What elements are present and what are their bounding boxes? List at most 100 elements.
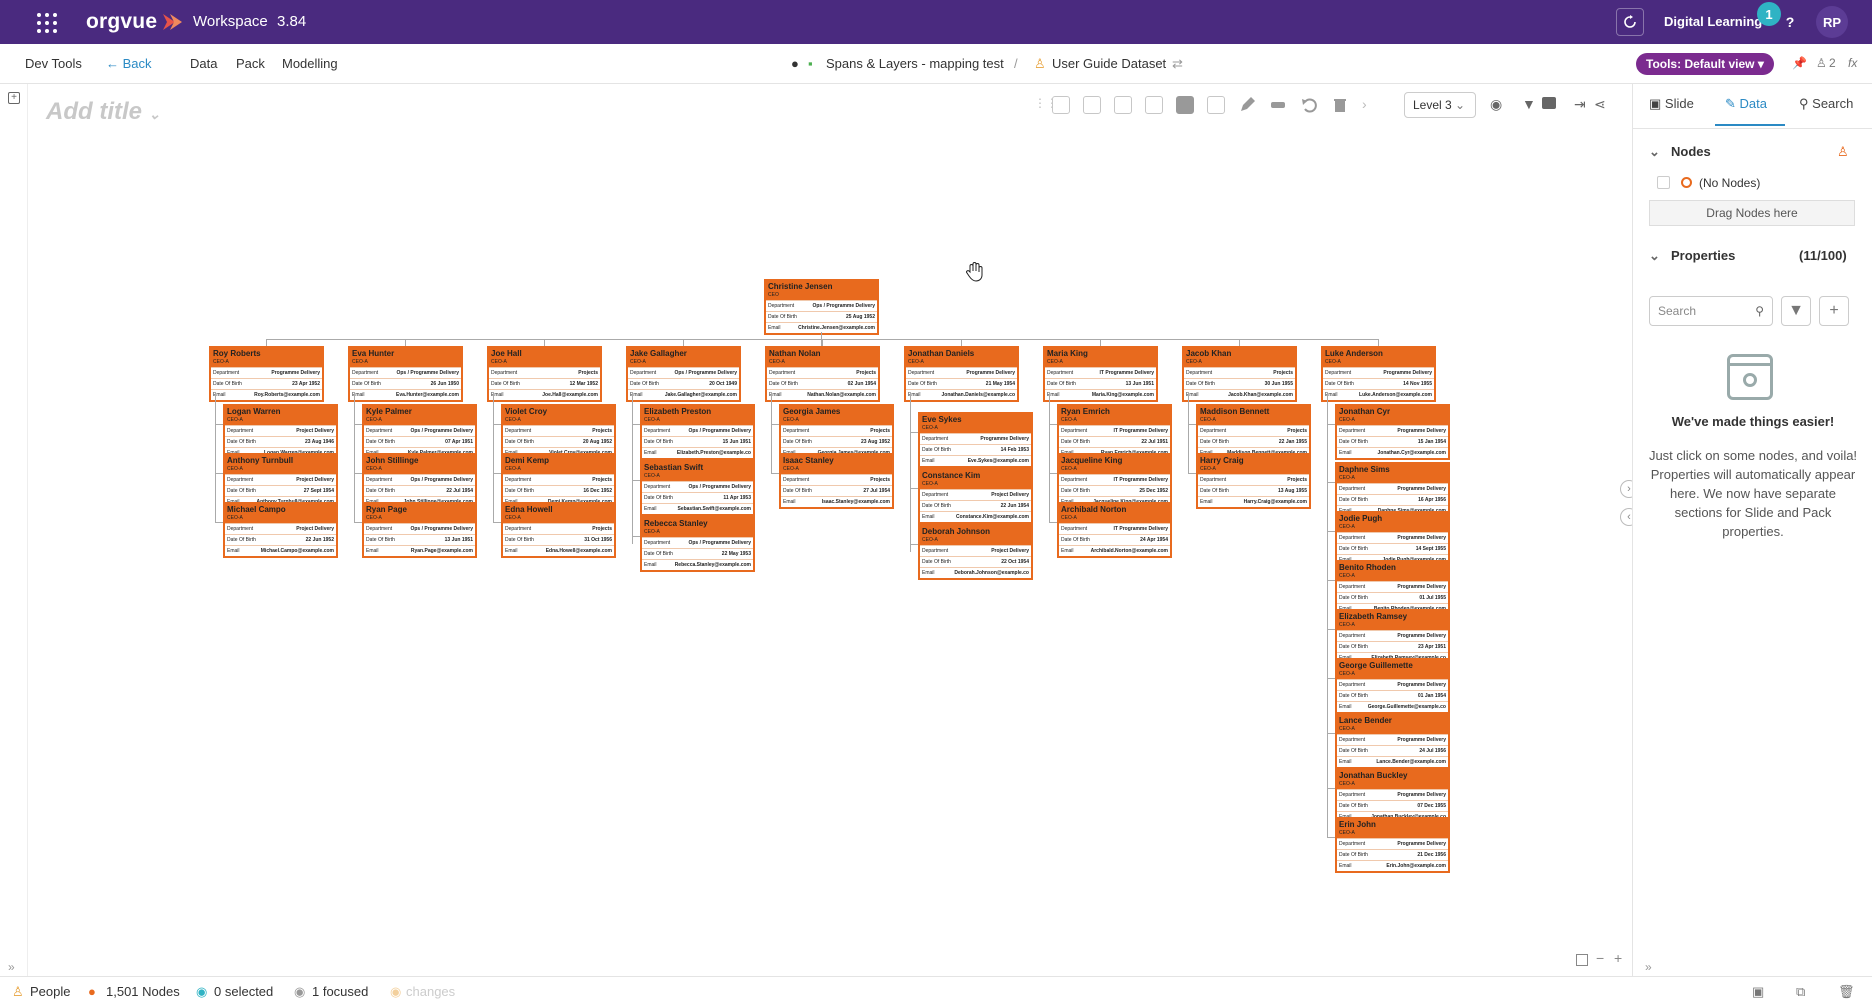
tab-data[interactable]: ✎ Data (1725, 96, 1767, 112)
help-button[interactable]: ? (1785, 14, 1795, 30)
collapse-panel-icon[interactable]: » (1645, 960, 1652, 974)
canvas[interactable]: Add title ⌄ ⋮⋮ › Level 3 ⌄ ◉ ▼ ⇥ ⋖ Chris… (28, 84, 1632, 976)
menu-modelling[interactable]: Modelling (282, 56, 338, 71)
add-panel-icon[interactable]: + (8, 92, 20, 104)
pin-icon[interactable]: 📌 (1792, 56, 1807, 70)
status-people[interactable]: People (30, 984, 71, 999)
status-changes[interactable]: changes (406, 984, 456, 999)
zoom-out-button[interactable]: − (1596, 950, 1605, 966)
menu-data[interactable]: Data (190, 56, 218, 71)
tab-slide[interactable]: ▣ Slide (1649, 96, 1694, 112)
add-node-icon[interactable] (1176, 96, 1194, 114)
tools-view-button[interactable]: Tools: Default view ▾ (1636, 53, 1774, 75)
export-icon[interactable]: ⇥ (1574, 96, 1586, 112)
filter-button[interactable]: ▼ (1781, 296, 1811, 326)
layer-icon[interactable] (1542, 97, 1556, 109)
level-select[interactable]: Level 3 ⌄ (1404, 92, 1476, 118)
fullscreen-icon[interactable] (1576, 954, 1588, 966)
brand-logo[interactable]: orgvue (86, 10, 158, 33)
nodes-checkbox[interactable] (1657, 176, 1670, 189)
undo-icon[interactable] (1300, 96, 1318, 114)
dataset-name[interactable]: Digital Learning (1664, 14, 1763, 29)
formula-icon[interactable]: fx (1848, 56, 1858, 70)
panel-next-icon[interactable]: › (1620, 480, 1632, 498)
share-icon[interactable]: ⋖ (1594, 96, 1606, 112)
workspace-label[interactable]: Workspace (193, 13, 268, 30)
chevron-right-icon[interactable]: › (1362, 96, 1367, 112)
breadcrumb-pack[interactable]: Spans & Layers - mapping test (826, 56, 1004, 71)
trash-icon[interactable]: 🗑 (1838, 984, 1855, 999)
app-grid-icon[interactable] (36, 12, 58, 34)
fit-selection-icon[interactable] (1052, 96, 1070, 114)
menu-pack[interactable]: Pack (236, 56, 265, 71)
copy-icon[interactable]: ⧉ (1796, 984, 1806, 999)
filter-icon[interactable]: ▼ (1522, 96, 1536, 112)
menu-dev-tools[interactable]: Dev Tools (25, 56, 82, 71)
panel-prev-icon[interactable]: ‹ (1620, 508, 1632, 526)
zoom-in-button[interactable]: + (1614, 950, 1623, 966)
zoom-extent-icon[interactable] (1083, 96, 1101, 114)
globe-icon[interactable]: ◉ (1490, 96, 1503, 112)
sync-button[interactable] (1616, 8, 1644, 36)
pencil-icon[interactable] (1238, 96, 1256, 114)
breadcrumb-dataset[interactable]: User Guide Dataset (1052, 56, 1167, 71)
status-focused[interactable]: 1 focused (312, 984, 369, 999)
notification-badge[interactable]: 1 (1757, 2, 1781, 26)
zoom-out-icon[interactable] (1145, 96, 1163, 114)
zoom-in-icon[interactable] (1114, 96, 1132, 114)
switch-icon[interactable]: ⇄ (1172, 56, 1183, 71)
slide-title-input[interactable]: Add title ⌄ (46, 98, 160, 126)
add-property-button[interactable]: + (1819, 296, 1849, 326)
properties-search-input[interactable]: Search⚲ (1649, 296, 1773, 326)
duplicate-icon[interactable] (1207, 96, 1225, 114)
eraser-icon[interactable] (1269, 96, 1287, 114)
back-button[interactable]: ← Back (106, 56, 152, 71)
status-nodes[interactable]: 1,501 Nodes (106, 984, 180, 999)
status-selected[interactable]: 0 selected (214, 984, 274, 999)
tab-search[interactable]: ⚲ Search (1799, 96, 1853, 112)
users-icon[interactable]: ♙ (1816, 56, 1827, 70)
drag-nodes-dropzone[interactable]: Drag Nodes here (1649, 200, 1855, 226)
expand-left-icon[interactable]: » (8, 960, 15, 974)
delete-icon[interactable] (1331, 96, 1349, 114)
